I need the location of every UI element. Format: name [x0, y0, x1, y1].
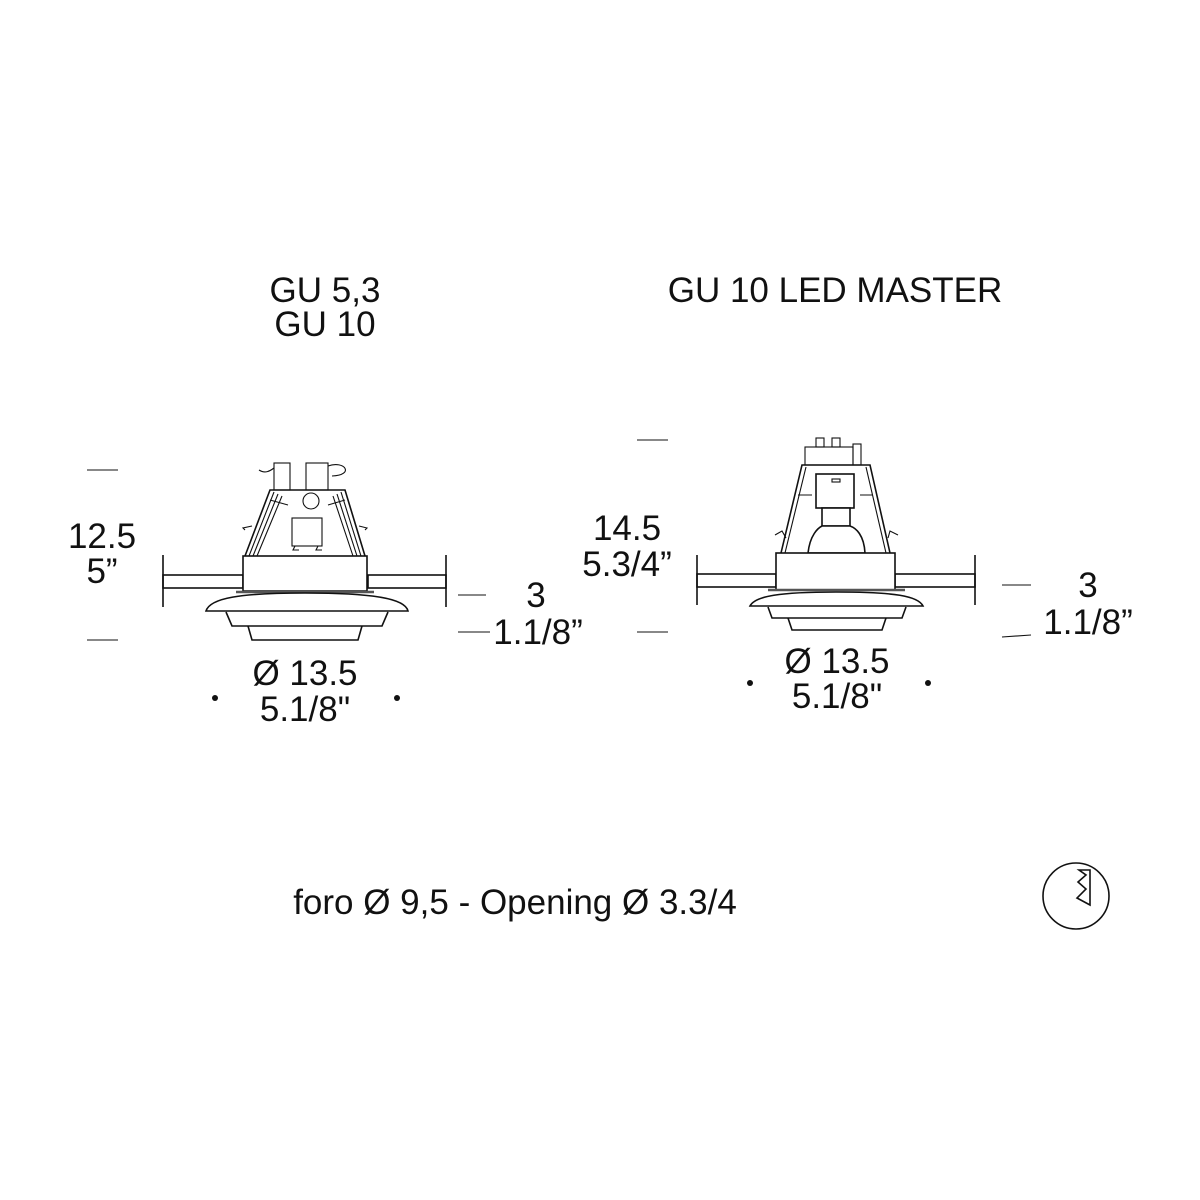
dim-dot	[394, 695, 400, 701]
left-height-dimension: 12.5 5”	[68, 469, 136, 641]
right-height-in: 5.3/4”	[582, 545, 672, 584]
left-height-cm: 12.5	[68, 517, 136, 556]
left-diameter-dimension: Ø 13.5 5.1/8"	[212, 654, 400, 729]
circle-with-spring-icon	[1042, 862, 1110, 930]
opening-note: foro Ø 9,5 - Opening Ø 3.3/4	[293, 883, 737, 922]
right-diameter-cm: Ø 13.5	[784, 642, 889, 681]
left-diameter-cm: Ø 13.5	[252, 654, 357, 693]
dim-dot	[925, 680, 931, 686]
left-flange-dimension: 3 1.1/8”	[458, 576, 583, 652]
dim-dot	[212, 695, 218, 701]
right-height-cm: 14.5	[593, 509, 661, 548]
right-flange-cm: 3	[1078, 566, 1097, 605]
right-flange-dimension: 3 1.1/8”	[1001, 566, 1133, 642]
right-flange-in: 1.1/8”	[1043, 603, 1133, 642]
dim-dot	[747, 680, 753, 686]
left-flange-in: 1.1/8”	[493, 613, 583, 652]
left-title-line2: GU 10	[274, 305, 375, 344]
right-diameter-in: 5.1/8"	[792, 677, 882, 716]
left-fixture-drawing	[162, 462, 447, 641]
right-height-dimension: 14.5 5.3/4”	[582, 439, 672, 633]
right-title: GU 10 LED MASTER	[668, 271, 1003, 310]
left-height-in: 5”	[86, 552, 117, 591]
left-title-line1: GU 5,3	[270, 271, 381, 310]
left-diameter-in: 5.1/8"	[260, 690, 350, 729]
left-flange-cm: 3	[526, 576, 545, 615]
right-diameter-dimension: Ø 13.5 5.1/8"	[747, 642, 931, 716]
dim-tick	[1001, 634, 1032, 638]
right-fixture-drawing	[696, 437, 976, 631]
